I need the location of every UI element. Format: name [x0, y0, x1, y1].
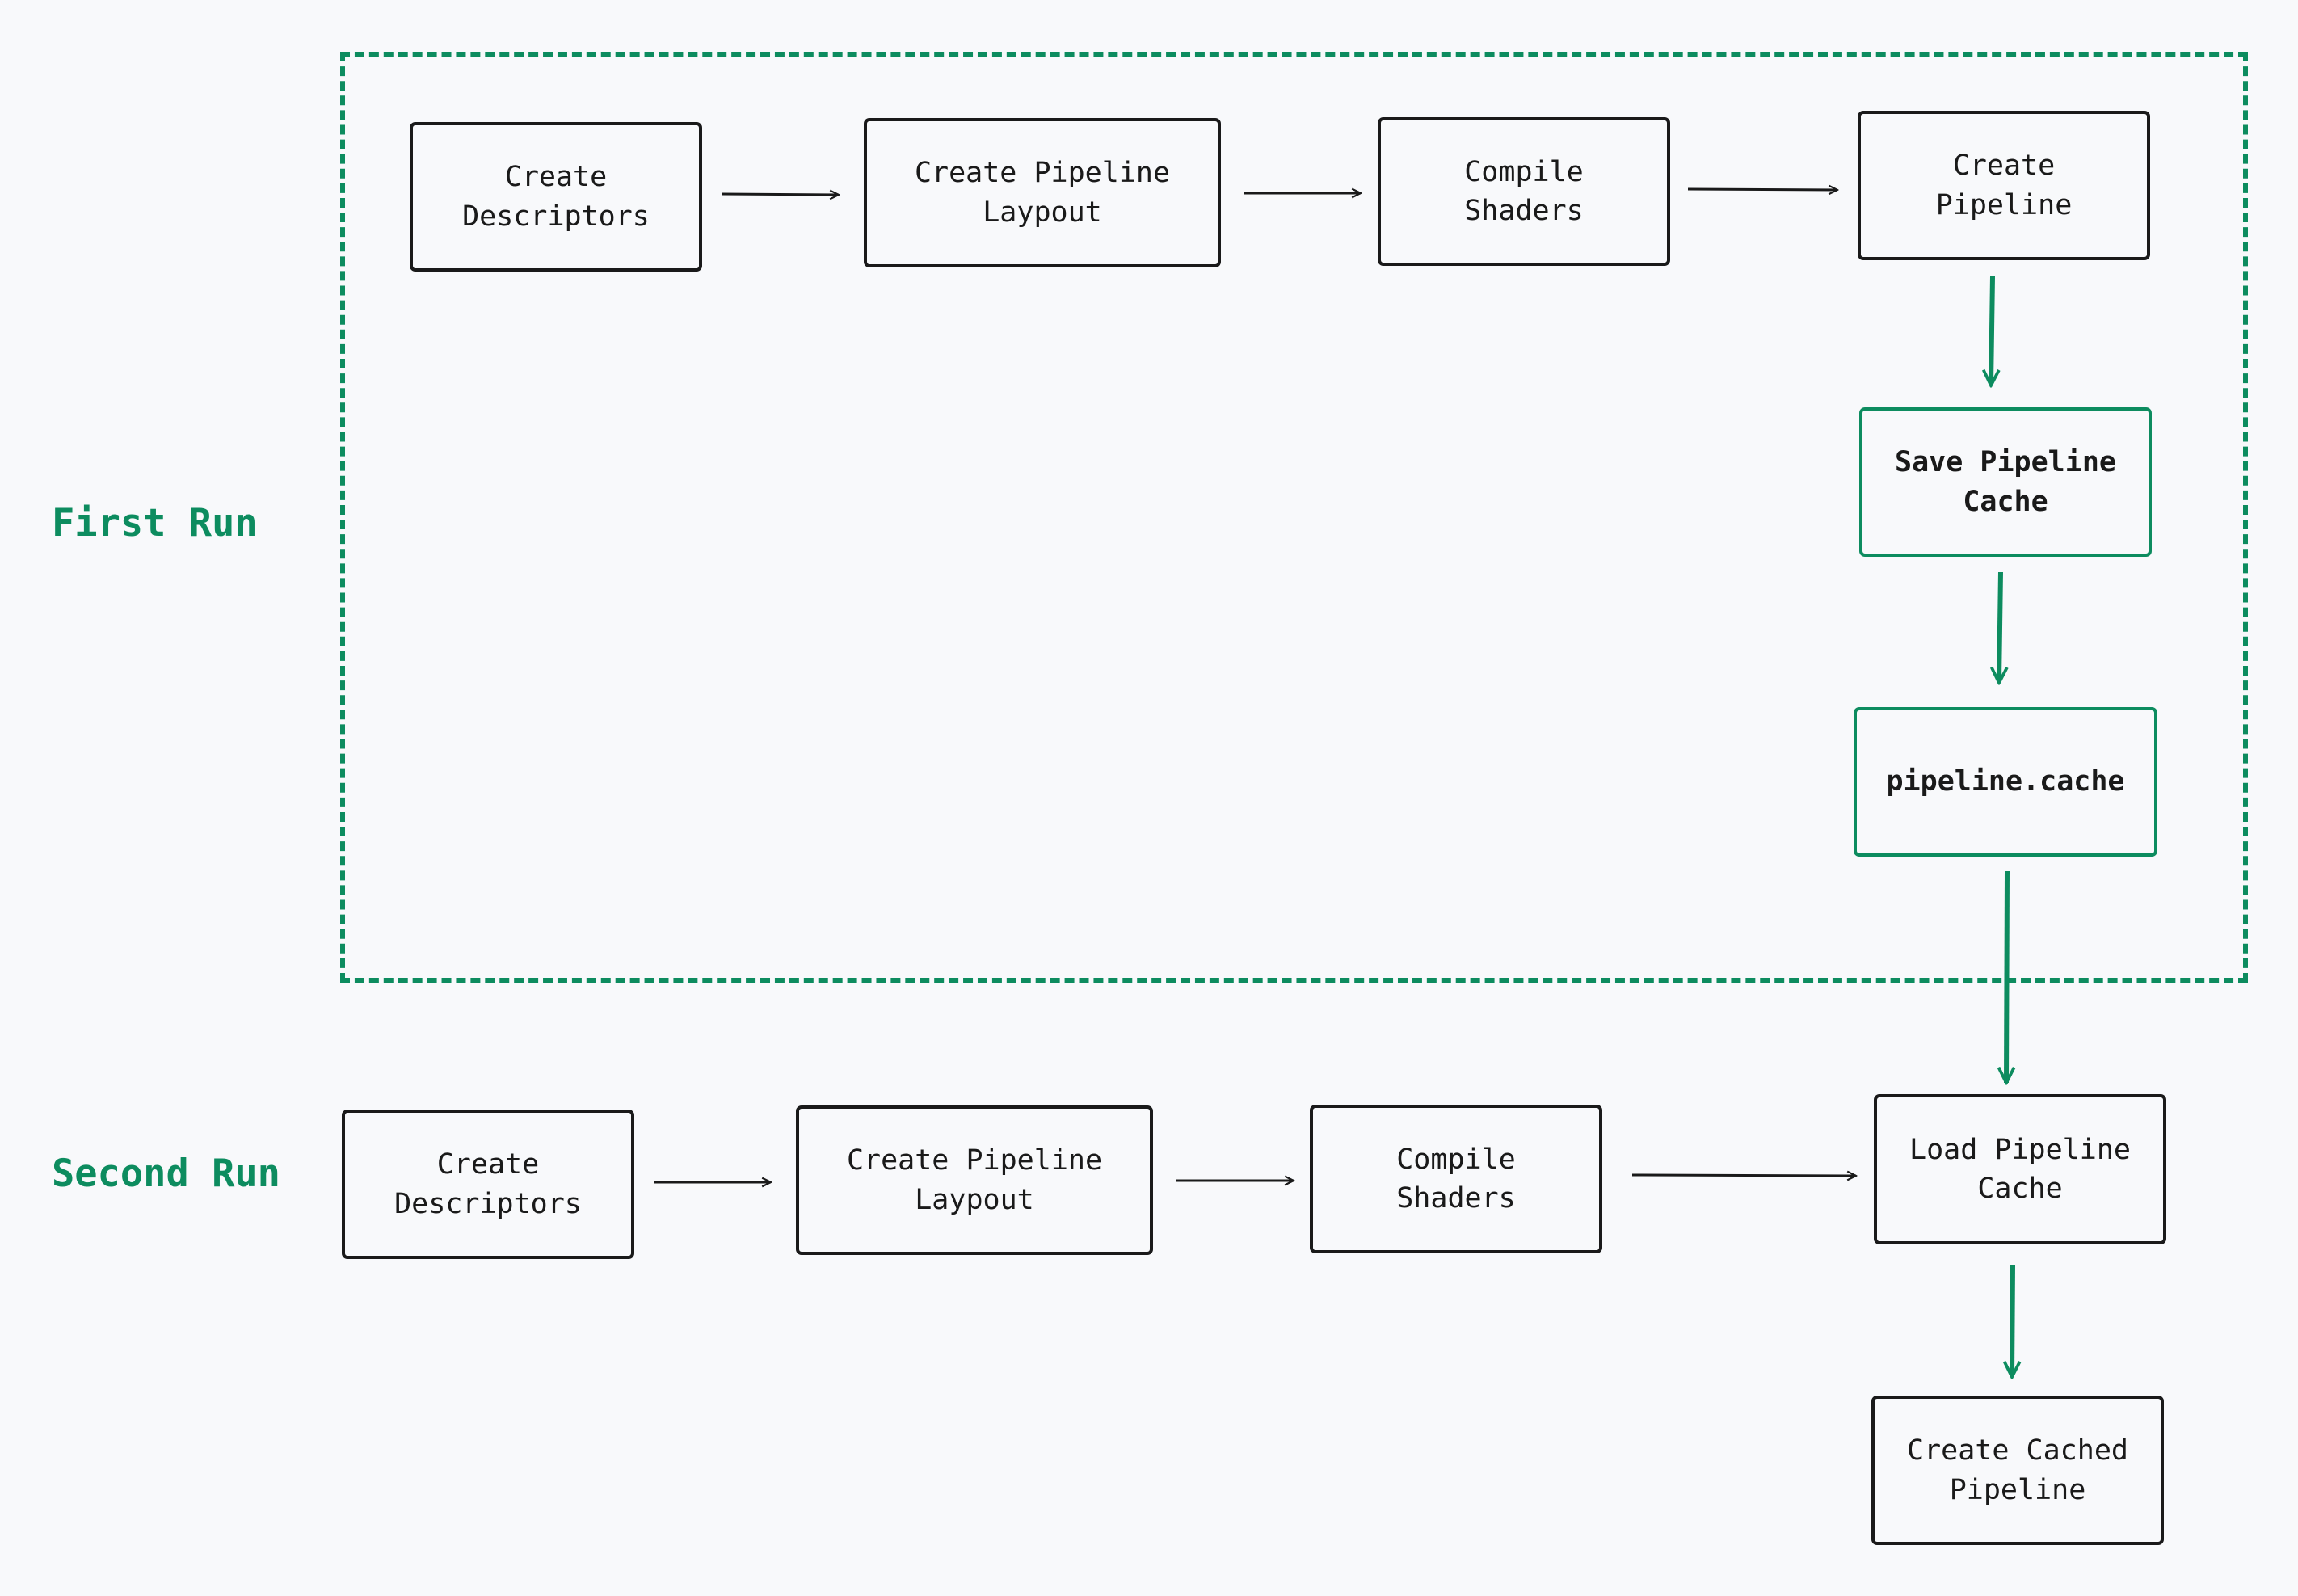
- node-label: Create Descriptors: [462, 161, 650, 233]
- edge-create-pipeline-to-save-cache: [1991, 276, 1993, 385]
- node-create-descriptors-2: Create Descriptors: [342, 1110, 634, 1259]
- edge-cache-file-to-load-cache: [2006, 870, 2007, 1083]
- second-run-label: Second Run: [52, 1152, 280, 1196]
- node-create-cached-pipeline: Create Cached Pipeline: [1871, 1396, 2164, 1545]
- node-create-pipeline-layout-1: Create Pipeline Laypout: [864, 118, 1221, 267]
- node-label: Create Cached Pipeline: [1907, 1434, 2128, 1506]
- node-label: Create Pipeline: [1935, 149, 2073, 221]
- node-label: pipeline.cache: [1886, 765, 2125, 798]
- first-run-frame: [340, 52, 2248, 983]
- node-create-descriptors-1: Create Descriptors: [410, 122, 702, 272]
- node-label: Create Pipeline Laypout: [914, 157, 1171, 229]
- edge-create-descriptors-to-layout-1: [721, 194, 839, 195]
- edge-compile-shaders-to-create-pipeline-1: [1687, 189, 1837, 190]
- node-label: Create Descriptors: [394, 1148, 582, 1220]
- node-compile-shaders-2: Compile Shaders: [1310, 1105, 1602, 1253]
- edge-load-cache-to-create-cached-pipeline: [2012, 1265, 2013, 1377]
- first-run-label: First Run: [52, 501, 258, 545]
- node-label: Save Pipeline Cache: [1895, 446, 2116, 518]
- node-create-pipeline: Create Pipeline: [1858, 111, 2150, 260]
- node-label: Load Pipeline Cache: [1909, 1133, 2131, 1205]
- node-compile-shaders-1: Compile Shaders: [1378, 117, 1670, 266]
- edge-compile-shaders-to-load-cache: [1631, 1175, 1856, 1176]
- node-load-pipeline-cache: Load Pipeline Cache: [1874, 1094, 2166, 1244]
- node-save-pipeline-cache: Save Pipeline Cache: [1859, 407, 2152, 557]
- edge-save-cache-to-cache-file: [1999, 571, 2001, 683]
- node-create-pipeline-layout-2: Create Pipeline Laypout: [796, 1105, 1153, 1255]
- node-pipeline-cache-file: pipeline.cache: [1854, 707, 2157, 857]
- node-label: Compile Shaders: [1464, 155, 1584, 227]
- node-label: Compile Shaders: [1396, 1143, 1516, 1215]
- node-label: Create Pipeline Laypout: [846, 1144, 1103, 1216]
